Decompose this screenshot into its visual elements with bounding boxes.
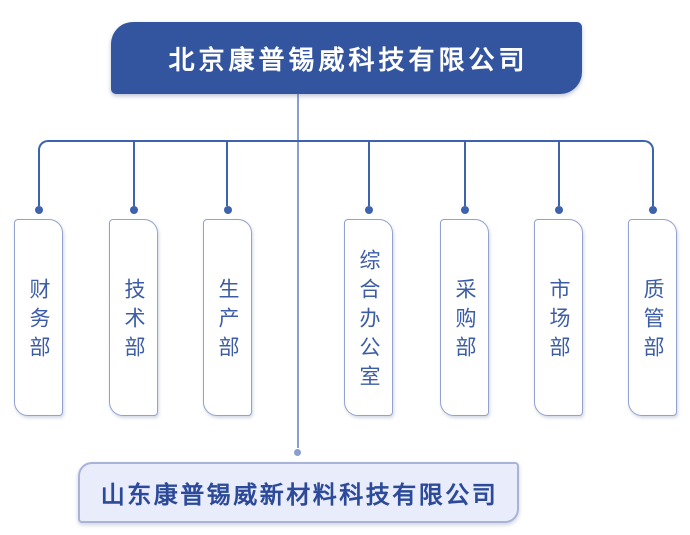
- department-label: 生产部: [216, 278, 239, 365]
- connector-drop-line: [133, 141, 135, 206]
- department-node-general-office[interactable]: 综合办公室: [344, 219, 393, 416]
- connector-dot-subsidiary: [294, 449, 301, 456]
- department-label: 财务部: [27, 278, 50, 365]
- connector-dot: [555, 206, 563, 214]
- connector-center-vertical-line: [297, 94, 299, 448]
- connector-dot: [130, 206, 138, 214]
- department-node-procurement[interactable]: 采购部: [440, 219, 489, 416]
- department-label: 技术部: [122, 278, 145, 365]
- department-label: 市场部: [547, 278, 570, 365]
- connector-dot: [649, 206, 657, 214]
- root-company-label: 北京康普锡威科技有限公司: [168, 44, 529, 75]
- department-node-quality[interactable]: 质管部: [628, 219, 677, 416]
- department-label: 综合办公室: [357, 249, 380, 394]
- subsidiary-company-node[interactable]: 山东康普锡威新材料科技有限公司: [78, 462, 519, 523]
- connector-bracket: [38, 140, 654, 206]
- connector-dot: [35, 206, 43, 214]
- root-company-node[interactable]: 北京康普锡威科技有限公司: [111, 22, 582, 94]
- connector-drop-line: [464, 141, 466, 206]
- department-node-technology[interactable]: 技术部: [109, 219, 158, 416]
- department-node-finance[interactable]: 财务部: [14, 219, 63, 416]
- connector-dot: [365, 206, 373, 214]
- subsidiary-company-label: 山东康普锡威新材料科技有限公司: [100, 482, 499, 509]
- department-label: 质管部: [641, 278, 664, 365]
- connector-drop-line: [226, 141, 228, 206]
- department-node-marketing[interactable]: 市场部: [534, 219, 583, 416]
- connector-dot: [461, 206, 469, 214]
- connector-drop-line: [558, 141, 560, 206]
- department-node-production[interactable]: 生产部: [203, 219, 252, 416]
- connector-drop-line: [368, 141, 370, 206]
- department-label: 采购部: [453, 278, 476, 365]
- connector-dot: [224, 206, 232, 214]
